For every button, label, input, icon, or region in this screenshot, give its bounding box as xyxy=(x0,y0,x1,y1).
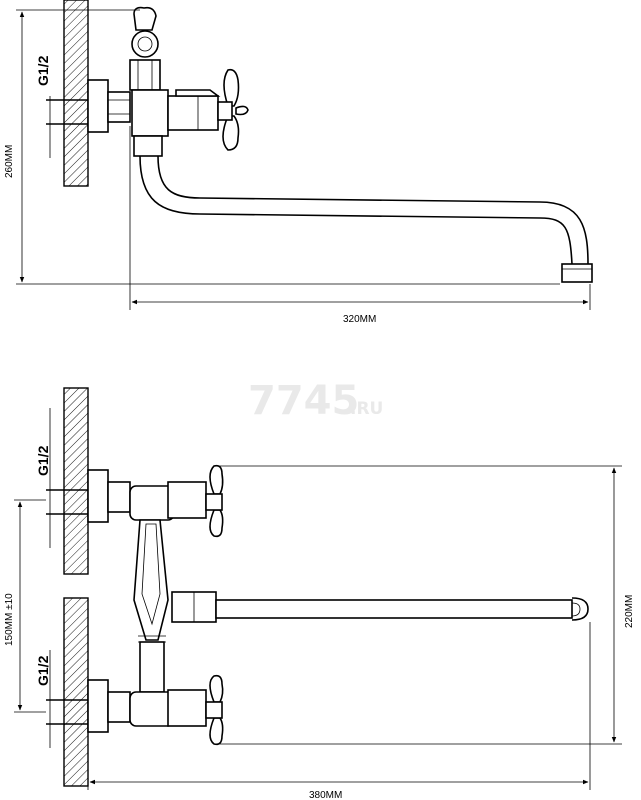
length-label-bottom: 380MM xyxy=(309,790,342,800)
valve-body-upper xyxy=(167,481,207,519)
top-view: G1/2 260MM xyxy=(4,0,593,325)
wall-flange-top xyxy=(87,79,109,133)
wall-flange-upper xyxy=(87,469,109,523)
wall-section-top xyxy=(63,0,89,187)
watermark: 7745 .RU xyxy=(248,378,383,424)
thread-label-lower: G1/2 xyxy=(35,655,51,686)
spout-bottom xyxy=(215,599,573,619)
length-label-top: 320MM xyxy=(343,314,376,325)
mixer-body-top xyxy=(131,89,169,137)
spout-outer xyxy=(139,155,573,265)
wall-section-upper xyxy=(63,387,89,575)
valve-body-top xyxy=(167,95,219,131)
wall-section-lower xyxy=(63,597,89,787)
height-label-top: 260MM xyxy=(4,145,15,178)
spout-inner xyxy=(157,155,589,265)
shower-holder xyxy=(133,6,157,31)
shower-connector xyxy=(131,30,159,58)
thread-label-top: G1/2 xyxy=(35,55,51,86)
eccentric-nut-lower xyxy=(107,691,131,723)
watermark-suffix: .RU xyxy=(350,399,383,419)
cross-handle-top xyxy=(217,68,249,151)
eccentric-nut-top xyxy=(107,91,131,123)
aerator-top xyxy=(561,263,593,283)
cross-handle-lower xyxy=(205,674,224,746)
bottom-view: G1/2 G1/2 xyxy=(4,387,635,800)
height-label-bottom: 220MM xyxy=(624,595,635,628)
spacing-label: 150MM ±10 xyxy=(4,593,15,646)
diverter-nut xyxy=(129,59,161,91)
valve-body-lower xyxy=(167,689,207,727)
cross-handle-upper xyxy=(205,464,224,538)
mixer-body-vertical xyxy=(133,519,169,641)
spout-tip xyxy=(571,597,589,621)
watermark-main: 7745 xyxy=(248,378,359,424)
wall-flange-lower xyxy=(87,679,109,733)
eccentric-nut-upper xyxy=(107,481,131,513)
spout-nut-top xyxy=(133,135,163,157)
thread-label-upper: G1/2 xyxy=(35,445,51,476)
